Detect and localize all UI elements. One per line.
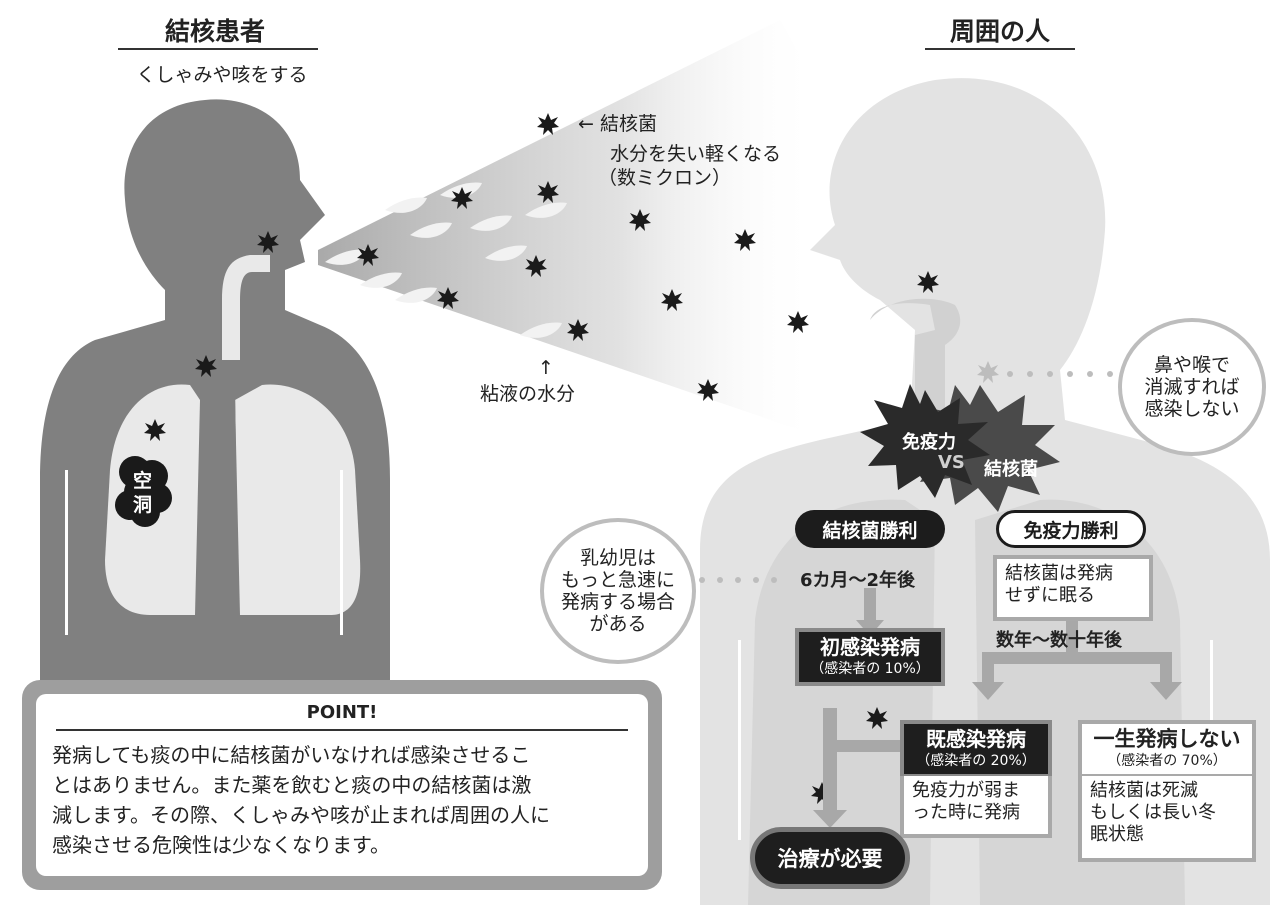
nose-bubble-line-3: 感染しない	[1144, 398, 1240, 420]
never-note-3: 眠状態	[1090, 824, 1144, 845]
infant-bubble-line-4: がある	[589, 613, 647, 635]
never-develop-box: 一生発病しない （感染者の 70%）	[1078, 720, 1256, 778]
point-body: 発病しても痰の中に結核菌がいなければ感染させるこ とはありません。また薬を飲むと…	[52, 740, 632, 860]
reactivation-note-1: 免疫力が弱ま	[912, 780, 1020, 801]
reactivation-box: 既感染発病 （感染者の 20%）	[900, 720, 1052, 778]
treatment-required-badge: 治療が必要	[750, 827, 910, 889]
battle-vs: VS	[938, 452, 965, 473]
primary-infection-pct: （感染者の 10%）	[810, 661, 930, 677]
reactivation-note-box: 免疫力が弱ま った時に発病	[900, 776, 1052, 838]
cavity-label-1: 空	[133, 470, 153, 492]
point-line-2: とはありません。また薬を飲むと痰の中の結核菌は激	[52, 773, 532, 797]
point-title: POINT!	[56, 702, 628, 731]
immunity-vs-bacteria-burst	[860, 384, 1060, 512]
never-note-1: 結核菌は死滅	[1090, 780, 1198, 801]
timing-long: 数年～数十年後	[996, 630, 1122, 651]
nose-throat-bubble: 鼻や喉で 消滅すれば 感染しない	[1118, 318, 1266, 456]
dotted-connector-nose	[1007, 371, 1113, 377]
battle-immunity: 免疫力	[902, 432, 956, 453]
patient-figure	[40, 99, 390, 700]
never-note-2: もしくは長い冬	[1090, 802, 1216, 823]
nose-bubble-line-1: 鼻や喉で	[1153, 354, 1230, 376]
nose-bubble-line-2: 消滅すれば	[1144, 376, 1240, 398]
point-line-4: 感染させる危険性は少なくなります。	[52, 833, 390, 857]
point-panel-inner: POINT! 発病しても痰の中に結核菌がいなければ感染させるこ とはありません。…	[36, 694, 648, 876]
cavity-marker	[115, 456, 172, 527]
bacteria-win-pill: 結核菌勝利	[795, 510, 945, 548]
dormant-line-2: せずに眠る	[1005, 585, 1095, 606]
cavity-label-2: 洞	[133, 494, 153, 516]
never-develop-title: 一生発病しない	[1093, 727, 1241, 751]
point-panel: POINT! 発病しても痰の中に結核菌がいなければ感染させるこ とはありません。…	[22, 680, 662, 890]
reactivation-note-2: った時に発病	[912, 802, 1020, 823]
infant-bubble-line-3: 発病する場合	[560, 591, 675, 613]
sneeze-spray-cone	[318, 20, 820, 430]
others-title: 周囲の人	[949, 17, 1050, 46]
bacteria-desc: 水分を失い軽くなる	[610, 143, 782, 165]
battle-bacteria: 結核菌	[984, 459, 1038, 480]
patient-title: 結核患者	[164, 17, 265, 46]
infant-bubble-line-1: 乳幼児は	[579, 547, 656, 569]
never-develop-note-box: 結核菌は死滅 もしくは長い冬 眠状態	[1078, 776, 1256, 862]
never-develop-pct: （感染者の 70%）	[1107, 753, 1227, 769]
patient-subtitle: くしゃみや咳をする	[136, 64, 308, 86]
bacteria-label: ← 結核菌	[578, 113, 657, 135]
dormant-line-1: 結核菌は発病	[1005, 563, 1113, 584]
bacteria-markers	[144, 113, 999, 804]
reactivation-title: 既感染発病	[926, 727, 1026, 751]
patient-title-rule	[118, 48, 318, 50]
reactivation-pct: （感染者の 20%）	[916, 753, 1036, 769]
dotted-connector-infant	[699, 577, 777, 583]
infant-bubble-line-2: もっと急速に	[560, 569, 675, 591]
bacteria-size: （数ミクロン）	[598, 167, 732, 189]
others-title-rule	[925, 48, 1075, 50]
immunity-win-pill: 免疫力勝利	[996, 510, 1146, 548]
mucus-arrow: ↑	[538, 357, 554, 379]
point-line-1: 発病しても痰の中に結核菌がいなければ感染させるこ	[52, 743, 531, 767]
timing-short: 6カ月～2年後	[800, 570, 916, 591]
infant-bubble: 乳幼児は もっと急速に 発病する場合 がある	[540, 518, 696, 664]
dormant-box: 結核菌は発病 せずに眠る	[993, 555, 1153, 621]
primary-infection-title: 初感染発病	[820, 635, 920, 659]
flow-arrows	[813, 588, 1182, 828]
primary-infection-box: 初感染発病 （感染者の 10%）	[795, 628, 945, 686]
point-line-3: 減します。その際、くしゃみや咳が止まれば周囲の人に	[52, 803, 550, 827]
mucus-label: 粘液の水分	[480, 383, 576, 405]
